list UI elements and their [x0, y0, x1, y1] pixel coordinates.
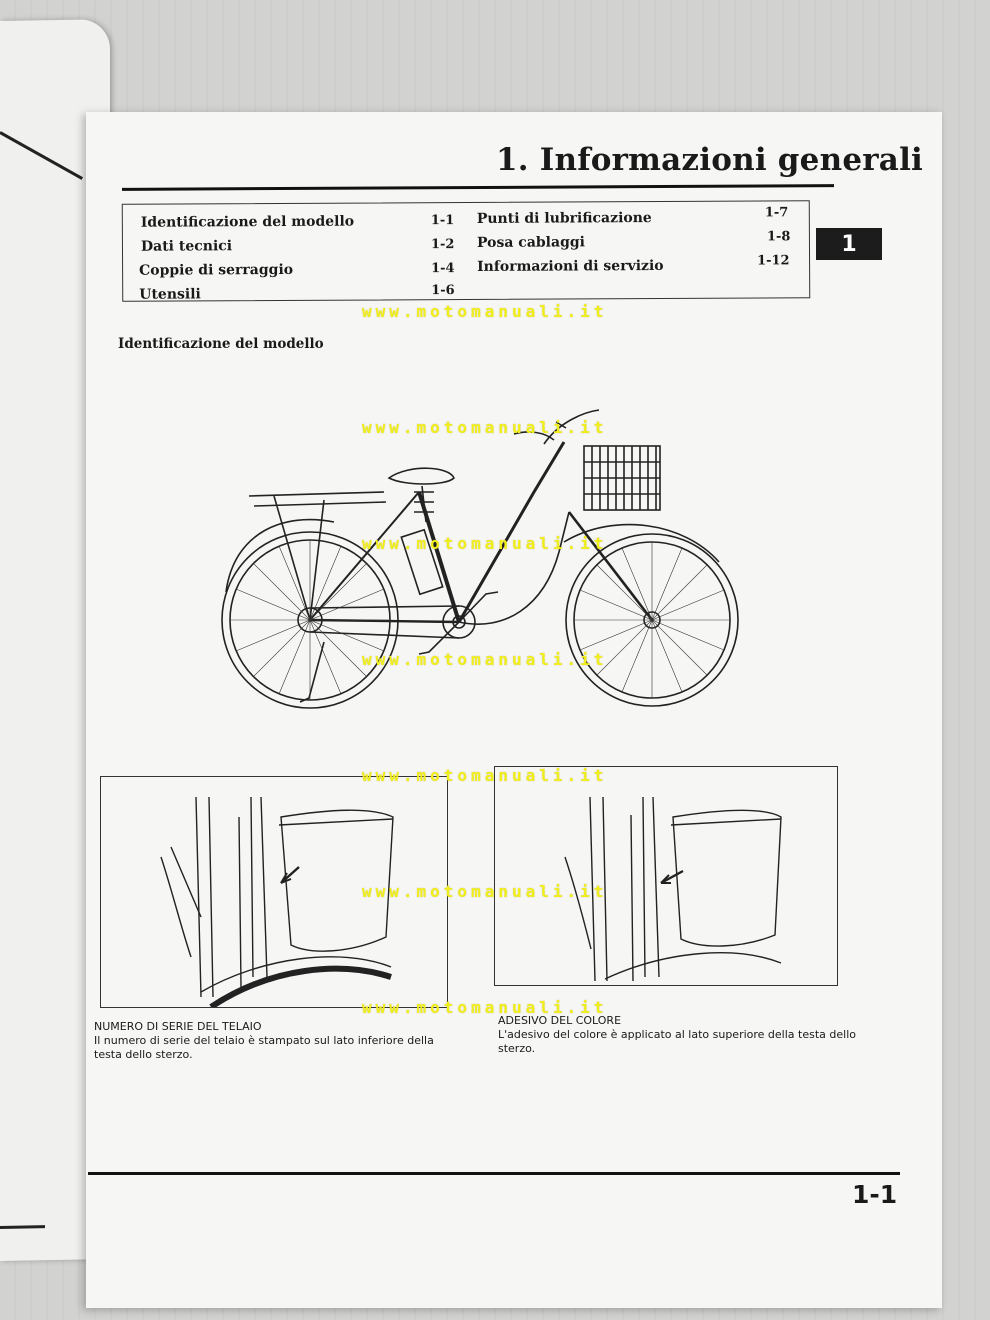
toc-page: 1-12: [757, 253, 790, 269]
frame-number-drawing: [160, 796, 394, 1010]
toc-item: Posa cablaggi: [476, 234, 585, 251]
toc-page: 1-8: [766, 229, 791, 245]
watermark-text: www.motomanuali.it: [362, 882, 608, 901]
toc-item: Identificazione del modello: [140, 213, 355, 231]
toc-page: 1-1: [430, 213, 455, 229]
bicycle-illustration: [221, 409, 739, 709]
chapter-title: 1. Informazioni generali: [496, 142, 924, 178]
watermark-text: www.motomanuali.it: [362, 418, 608, 437]
toc-item: Informazioni di servizio: [477, 257, 664, 275]
frame-number-figure: [100, 776, 448, 1010]
left-caption-title: NUMERO DI SERIE DEL TELAIO: [94, 1020, 262, 1033]
section-heading: Identificazione del modello: [118, 336, 324, 352]
right-caption-text: L'adesivo del colore è applicato al lato…: [498, 1028, 856, 1055]
toc-page: 1-4: [431, 261, 455, 277]
color-label-drawing: [564, 796, 782, 982]
watermark-text: www.motomanuali.it: [362, 650, 608, 669]
previous-page-rule: [0, 131, 84, 180]
manual-page: 1. Informazioni generali Identificazione…: [86, 112, 942, 1308]
title-rule: [121, 184, 835, 191]
chapter-tab: 1: [816, 228, 882, 260]
left-caption-text: Il numero di serie del telaio è stampato…: [94, 1034, 434, 1061]
toc-page: 1-7: [764, 205, 789, 221]
chapter-contents-box: Identificazione del modello 1-1 Dati tec…: [121, 200, 811, 303]
previous-page-bottom-rule: [0, 1225, 45, 1229]
footer-rule: [88, 1172, 900, 1175]
toc-item: Utensili: [139, 286, 201, 303]
color-label-figure: [494, 766, 838, 986]
front-wheel: [565, 533, 739, 707]
toc-item: Dati tecnici: [140, 238, 233, 255]
watermark-text: www.motomanuali.it: [362, 766, 608, 785]
watermark-text: www.motomanuali.it: [362, 534, 608, 553]
toc-item: Coppie di serraggio: [139, 261, 294, 279]
toc-page: 1-6: [431, 283, 455, 299]
watermark-text: www.motomanuali.it: [362, 998, 608, 1017]
watermark-text: www.motomanuali.it: [362, 302, 608, 321]
right-caption-title: ADESIVO DEL COLORE: [498, 1014, 622, 1027]
page-number: 1-1: [852, 1180, 898, 1209]
toc-page: 1-2: [430, 237, 455, 253]
toc-item: Punti di lubrificazione: [476, 210, 652, 227]
